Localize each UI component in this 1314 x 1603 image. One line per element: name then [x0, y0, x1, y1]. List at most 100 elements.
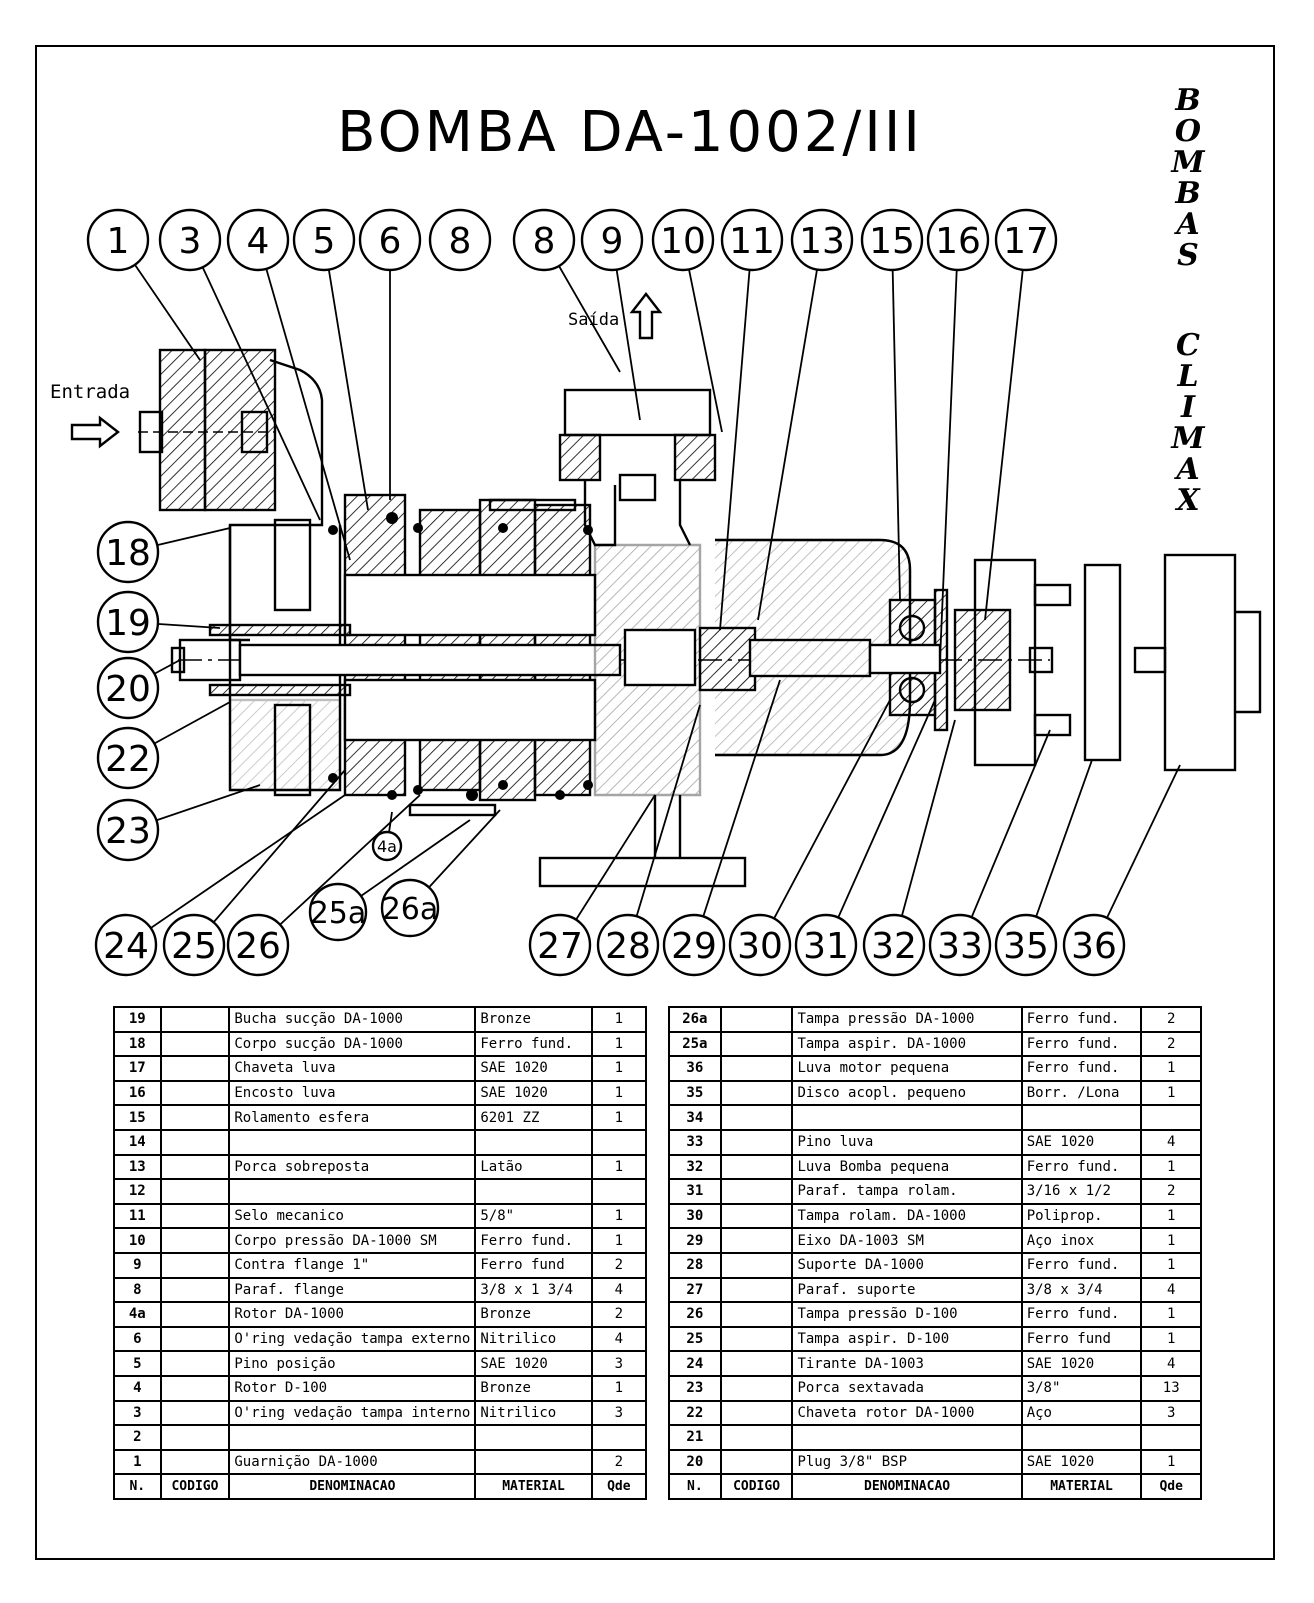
leader-29 — [693, 679, 781, 946]
part-name: Porca sextavada — [791, 1374, 1023, 1402]
outlet-label: Saída — [568, 310, 619, 330]
callout-3: 3 — [158, 208, 222, 272]
brand-letter: A — [1176, 452, 1200, 487]
column-header: Qde — [1140, 1473, 1202, 1500]
callout-9: 9 — [580, 208, 644, 272]
part-code — [159, 1301, 231, 1328]
pump-shaft — [238, 643, 622, 677]
leader-13 — [757, 239, 823, 621]
leader-4 — [257, 239, 351, 561]
svg-text:35: 35 — [1003, 926, 1049, 967]
part-number: 20 — [668, 1448, 722, 1476]
part-name: Contra flange 1" — [228, 1251, 477, 1279]
leader-3 — [189, 239, 321, 521]
part-qty: 1 — [1140, 1325, 1202, 1353]
part-number: 21 — [668, 1424, 722, 1451]
part-code — [719, 1350, 794, 1377]
callout-22: 22 — [96, 726, 160, 790]
column-header: DENOMINACAO — [228, 1473, 477, 1500]
part-code — [719, 1251, 794, 1279]
svg-text:28: 28 — [605, 926, 651, 967]
svg-text:13: 13 — [799, 221, 845, 262]
part-number: 13 — [113, 1153, 162, 1181]
part-code — [159, 1153, 231, 1181]
part-name: Paraf. flange — [228, 1276, 477, 1304]
callout-24: 24 — [94, 913, 158, 977]
part-code — [159, 1030, 231, 1058]
part-code — [719, 1276, 794, 1304]
svg-text:19: 19 — [105, 603, 151, 644]
brand-letter: A — [1176, 207, 1200, 242]
callout-29: 29 — [662, 913, 726, 977]
part-qty: 2 — [590, 1251, 648, 1279]
part-number: 17 — [113, 1055, 162, 1082]
ball-bearing-lower — [898, 676, 926, 704]
part-name — [791, 1424, 1023, 1451]
part-code — [719, 1006, 794, 1033]
part-material: SAE 1020 — [474, 1079, 593, 1107]
part-number: 30 — [668, 1202, 722, 1230]
part-material: Ferro fund. — [1020, 1301, 1143, 1328]
part-material: 6201 ZZ — [474, 1104, 593, 1131]
discharge-flange-plate — [563, 388, 712, 437]
part-qty: 2 — [590, 1448, 648, 1476]
part-name: Luva motor pequena — [791, 1055, 1023, 1082]
parts-row: 12 — [113, 1178, 648, 1205]
part-number: 23 — [668, 1374, 722, 1402]
part-code — [719, 1055, 794, 1082]
part-material: Ferro fund. — [1020, 1153, 1143, 1181]
part-qty: 4 — [590, 1325, 648, 1353]
inlet-flange — [158, 348, 207, 512]
part-name — [228, 1128, 477, 1156]
part-code — [159, 1178, 231, 1205]
part-code — [159, 1055, 231, 1082]
part-qty: 2 — [1140, 1006, 1202, 1033]
part-name: Tampa aspir. D-100 — [791, 1325, 1023, 1353]
part-number: 25a — [668, 1030, 722, 1058]
outlet-arrow — [629, 292, 663, 340]
part-material: Nitrilico — [474, 1399, 593, 1427]
bottom-tie-rod — [408, 803, 497, 817]
leader-28 — [627, 704, 701, 946]
part-material: Ferro fund. — [474, 1227, 593, 1254]
part-qty: 1 — [1140, 1153, 1202, 1181]
suction-bushing-lower — [208, 683, 352, 697]
svg-text:24: 24 — [103, 926, 149, 967]
part-number: 3 — [113, 1399, 162, 1427]
part-name: Tampa pressão DA-1000 — [791, 1006, 1023, 1033]
part-qty: 1 — [590, 1006, 648, 1033]
svg-text:5: 5 — [313, 221, 336, 262]
part-number: 15 — [113, 1104, 162, 1131]
svg-text:27: 27 — [537, 926, 583, 967]
part-name: Corpo sucção DA-1000 — [228, 1030, 477, 1058]
drawing-frame — [35, 45, 1275, 1560]
column-header: CODIGO — [719, 1473, 794, 1500]
part-number: 34 — [668, 1104, 722, 1131]
callout-4a: 4a — [371, 830, 403, 862]
part-name: O'ring vedação tampa externo — [228, 1325, 477, 1353]
discharge-flange-left — [558, 433, 602, 482]
brand-letter: M — [1171, 145, 1205, 180]
svg-text:9: 9 — [601, 221, 624, 262]
callout-5: 5 — [292, 208, 356, 272]
callout-15: 15 — [860, 208, 924, 272]
svg-text:25: 25 — [171, 926, 217, 967]
part-code — [159, 1374, 231, 1402]
part-name: Rolamento esfera — [228, 1104, 477, 1131]
part-qty: 4 — [1140, 1128, 1202, 1156]
callout-25a: 25a — [308, 882, 368, 942]
callout-13: 13 — [790, 208, 854, 272]
column-header: MATERIAL — [1020, 1473, 1143, 1500]
